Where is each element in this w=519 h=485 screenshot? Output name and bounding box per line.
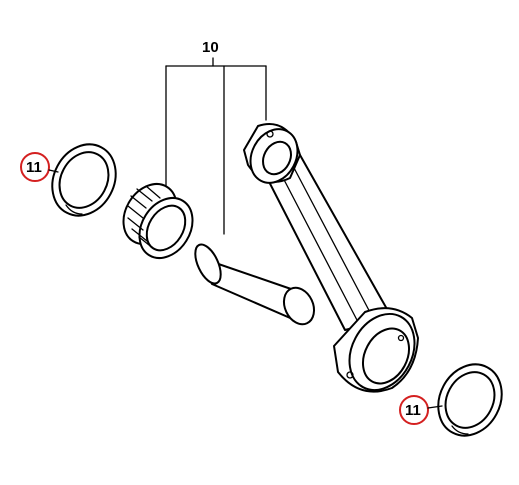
callout-10-group: 10 [165, 39, 267, 235]
callout-11-left: 11 [20, 152, 59, 182]
crank-pin [194, 243, 316, 326]
connecting-rod-small-end [243, 123, 301, 184]
callout-10-leader-lines [165, 57, 267, 235]
callout-10-label: 10 [202, 39, 219, 56]
connecting-rod [243, 123, 419, 393]
connecting-rod-big-end [333, 307, 419, 393]
thrust-washer-left [51, 143, 117, 217]
callout-11-left-highlight [20, 152, 50, 182]
callout-11-right-highlight [399, 395, 429, 425]
callout-11-left-label: 11 [26, 159, 42, 176]
thrust-washer-right [437, 363, 503, 437]
callout-11-right: 11 [399, 395, 443, 425]
needle-bearing-rollers [127, 185, 161, 250]
needle-bearing [122, 183, 194, 259]
callout-11-right-label: 11 [405, 402, 421, 419]
